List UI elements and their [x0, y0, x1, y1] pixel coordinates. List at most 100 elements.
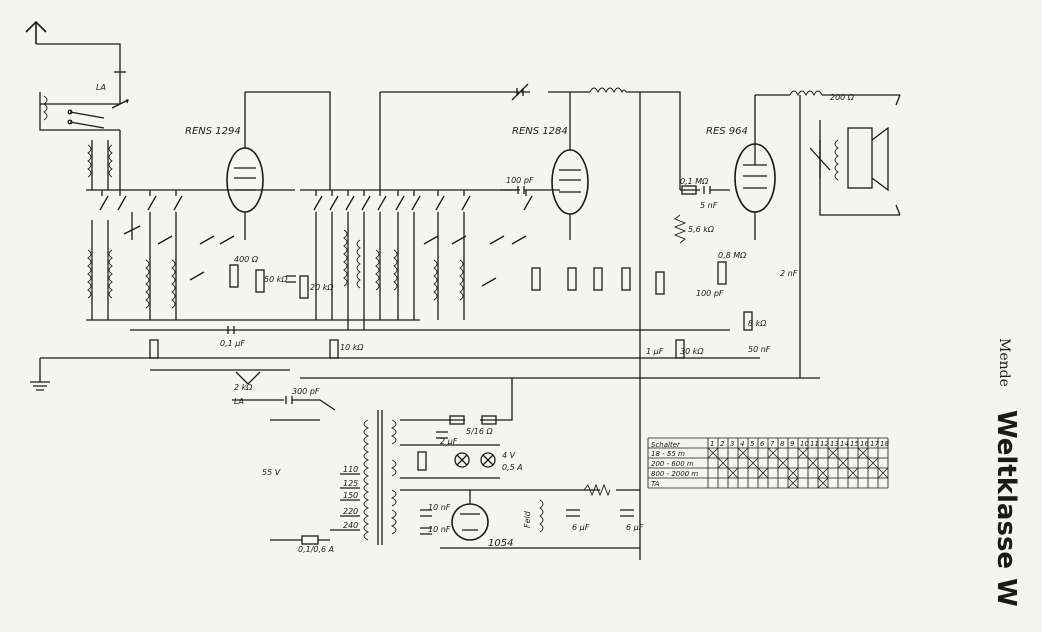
table-column-header: 16: [860, 440, 869, 448]
tube-rens1294: RENS 1294: [185, 92, 264, 240]
rectifier-label: 1054: [488, 538, 513, 549]
title-block: Mende Weltklasse W: [991, 338, 1021, 607]
tuning-coils-left: [123, 212, 235, 320]
antenna-input: LA: [39, 64, 129, 131]
c10nf-a-label: 10 nF: [428, 503, 451, 512]
table-cross-mark: [767, 447, 779, 459]
r30k-label: 30 kΩ: [680, 347, 704, 356]
wave-switches-1: [99, 190, 533, 211]
table-column-header: 4: [740, 440, 744, 448]
volts-label: 55 V: [262, 468, 281, 477]
table-cross-mark: [827, 447, 839, 459]
table-cross-mark: [847, 467, 859, 479]
table-column-header: 14: [840, 440, 849, 448]
tube-rens1284: RENS 1284: [512, 92, 589, 240]
cap100pf-label: 100 pF: [506, 176, 534, 185]
table-row-label: TA: [651, 480, 660, 488]
la-top-label: LA: [96, 83, 106, 92]
table-row-label: 800 - 2000 m: [651, 470, 698, 478]
c5nf-label: 5 nF: [700, 201, 718, 210]
c01uf-label: 0,1 µF: [220, 339, 245, 348]
tap-labels: 110 125 150 220 240: [343, 465, 358, 530]
table-column-header: 7: [770, 440, 775, 448]
pilot-lamps: 4 V 0,5 A 5/16 Ω 2 µF: [400, 378, 523, 479]
c6uf-a-label: 6 µF: [572, 523, 590, 532]
choke-right: 200 Ω: [789, 90, 855, 102]
tap-240: 240: [343, 521, 358, 530]
brand-title: Mende: [996, 338, 1012, 387]
loudspeaker-icon: [809, 94, 901, 216]
table-cross-mark: [817, 467, 829, 479]
c1uf-label: 1 µF: [646, 347, 664, 356]
table-column-header: 8: [780, 440, 785, 448]
table-cross-mark: [837, 457, 849, 469]
table-column-header: 1: [710, 440, 714, 448]
table-cross-mark: [707, 447, 719, 459]
r20k-label: 20 kΩ: [310, 283, 334, 292]
table-cross-mark: [737, 447, 749, 459]
c2uf-label: 2 µF: [440, 437, 458, 446]
lamp-a-label: 0,5 A: [502, 463, 523, 472]
c10nf-b-label: 10 nF: [428, 525, 451, 534]
table-column-header: 18: [880, 440, 889, 448]
table-column-header: 10: [800, 440, 809, 448]
r2k-label: 2 kΩ: [234, 383, 253, 392]
r10k-label: 10 kΩ: [340, 343, 364, 352]
r400-label: 400 Ω: [234, 255, 259, 264]
table-column-header: 11: [810, 440, 819, 448]
c6uf-b-label: 6 µF: [626, 523, 644, 532]
table-column-header: 5: [750, 440, 755, 448]
tap-150: 150: [343, 491, 358, 500]
feld-label: Feld: [523, 510, 532, 528]
rectifier-1054: 1054 10 nF 10 nF Feld 6 µF 6 µF: [400, 483, 644, 549]
table-cross-mark: [857, 447, 869, 459]
la-bottom-label: LA: [234, 397, 244, 406]
fuse-label: 0,1/0,6 A: [298, 545, 334, 554]
tube3-label: RES 964: [706, 126, 748, 137]
input-coils: [87, 130, 121, 320]
tube-res964: RES 964: [706, 126, 776, 240]
table-row-label: 200 - 600 m: [651, 460, 694, 468]
table-cross-mark: [717, 457, 729, 469]
tap-220: 220: [343, 507, 358, 516]
r50k-label: 50 kΩ: [264, 275, 288, 284]
r8k-label: 8 kΩ: [748, 319, 767, 328]
power-transformer: 110 125 150 220 240 0,1/0,6 A 55 V: [262, 410, 397, 554]
table-cross-mark: [787, 477, 799, 489]
table-cross-mark: [747, 457, 759, 469]
table-column-header: 12: [820, 440, 829, 448]
table-header-label: Schalter: [651, 441, 681, 449]
cap300pf-label: 300 pF: [292, 387, 320, 396]
table-cross-mark: [867, 457, 879, 469]
choke-top: [589, 87, 627, 94]
antenna-icon: [25, 20, 121, 64]
table-cross-mark: [787, 467, 799, 479]
tap-110: 110: [343, 465, 358, 474]
r56k-label: 5,6 kΩ: [688, 225, 715, 234]
table-column-header: 2: [720, 440, 725, 448]
r200-label: 200 Ω: [830, 93, 855, 102]
table-column-header: 6: [760, 440, 765, 448]
lamp-v-label: 4 V: [502, 451, 516, 460]
table-cross-mark: [727, 467, 739, 479]
table-cross-mark: [817, 477, 829, 489]
table-column-header: 13: [830, 440, 839, 448]
table-column-header: 3: [730, 440, 734, 448]
r01m-label: 0,1 MΩ: [680, 177, 709, 186]
components-right: 100 pF 0,1 MΩ 5 nF 5,6 kΩ 30 kΩ 1 µF 0,8…: [500, 176, 798, 359]
model-title: Weltklasse W: [991, 410, 1021, 607]
table-cross-mark: [797, 447, 809, 459]
table-column-header: 17: [870, 440, 879, 448]
c50nf-label: 50 nF: [748, 345, 771, 354]
table-cross-mark: [807, 457, 819, 469]
table-cross-mark: [757, 467, 769, 479]
components-mid: 400 Ω 50 kΩ 20 kΩ 10 kΩ 0,1 µF: [149, 255, 364, 359]
tube2-label: RENS 1284: [512, 126, 568, 137]
tuning-coils-mid: [315, 212, 527, 330]
table-column-header: 15: [850, 440, 859, 448]
pickup-input: LA 300 pF 2 kΩ: [232, 371, 336, 421]
c2nf-label: 2 nF: [780, 269, 798, 278]
